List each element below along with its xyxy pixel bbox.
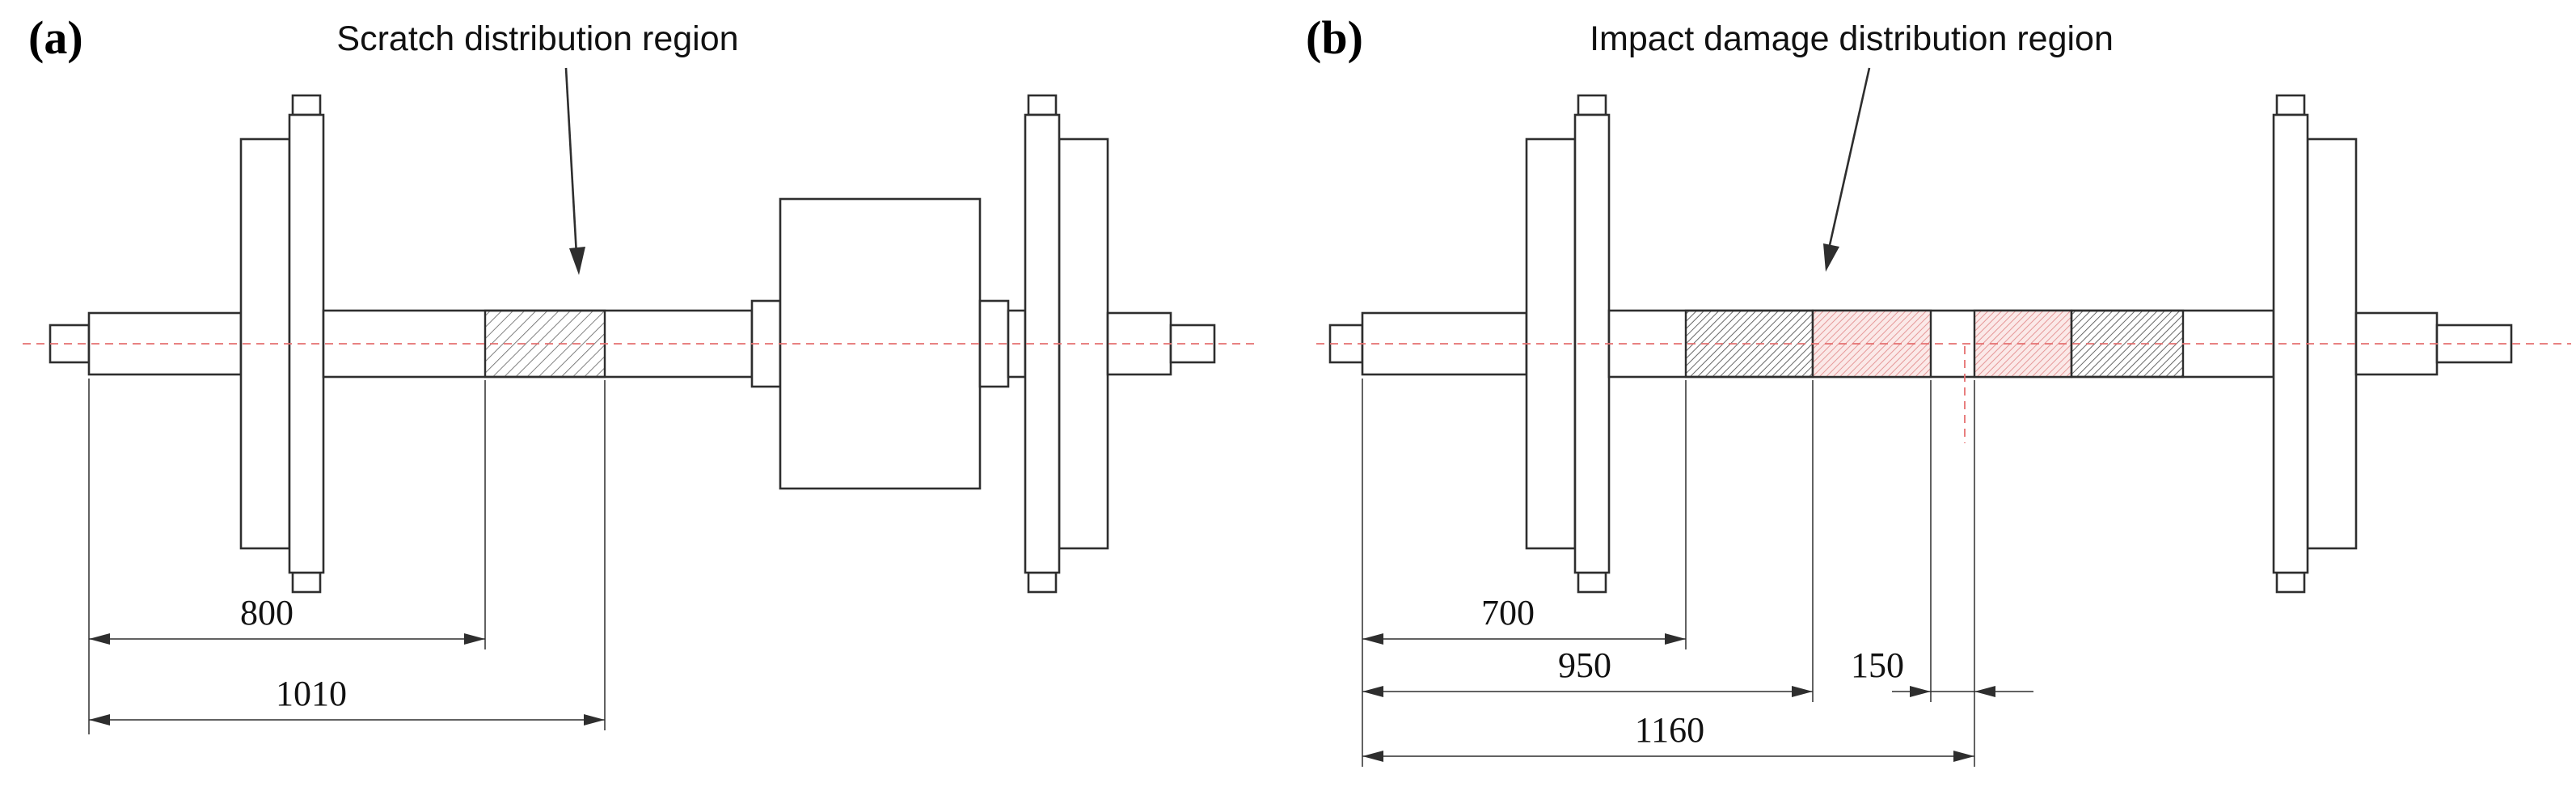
leader-a-arrowhead-icon [569, 247, 585, 275]
leader-a [564, 67, 585, 275]
dim-800-arrow-right-icon [464, 633, 485, 645]
dim-150-arrow-right-icon [1974, 686, 1995, 697]
dim-150-value: 150 [1851, 645, 1904, 685]
dim-950-arrow-right-icon [1792, 686, 1813, 697]
wheel-a-left-cap-top [291, 94, 322, 116]
panel-a-annotation: Scratch distribution region [336, 19, 738, 58]
leader-b-arrowhead-icon [1823, 243, 1839, 272]
dim-700-value: 700 [1481, 593, 1535, 632]
dim-1010-arrow-right-icon [584, 714, 605, 726]
panel-a-label: (a) [28, 11, 83, 64]
dim-950-arrow-left-icon [1362, 686, 1383, 697]
dim-1010-value: 1010 [276, 674, 347, 713]
wheel-a-left-cap-bottom [291, 571, 322, 594]
leader-b [1823, 67, 1871, 272]
wheel-b-right-cap-top [2275, 94, 2306, 116]
wheel-b-left-cap-top [1577, 94, 1607, 116]
panel-b-label: (b) [1306, 11, 1363, 64]
dim-1160-arrow-left-icon [1362, 751, 1383, 762]
wheel-a-right-cap-top [1027, 94, 1058, 116]
wheel-b-left-cap-bottom [1577, 571, 1607, 594]
panel-b-annotation: Impact damage distribution region [1590, 19, 2114, 58]
dim-700-arrow-left-icon [1362, 633, 1383, 645]
dimensions-b: 700 950 150 1160 [1362, 379, 2033, 767]
dim-150-arrow-left-icon [1910, 686, 1931, 697]
wheel-b-right-cap-bottom [2275, 571, 2306, 594]
dim-800-arrow-left-icon [89, 633, 110, 645]
panel-a: (a) Scratch distribution region [23, 11, 1260, 734]
dim-1160-arrow-right-icon [1953, 751, 1974, 762]
dimensions-a: 800 1010 [88, 379, 606, 734]
dim-800-value: 800 [240, 593, 293, 632]
dim-950-value: 950 [1558, 645, 1611, 685]
wheel-a-right-cap-bottom [1027, 571, 1058, 594]
dim-700-arrow-right-icon [1665, 633, 1686, 645]
axle-a [49, 94, 1216, 594]
leader-b-line [1826, 67, 1871, 253]
panel-b: (b) Impact damage distribution region [1306, 11, 2571, 767]
dim-1160-value: 1160 [1635, 710, 1704, 750]
dim-1010-arrow-left-icon [89, 714, 110, 726]
leader-a-line [564, 67, 578, 256]
